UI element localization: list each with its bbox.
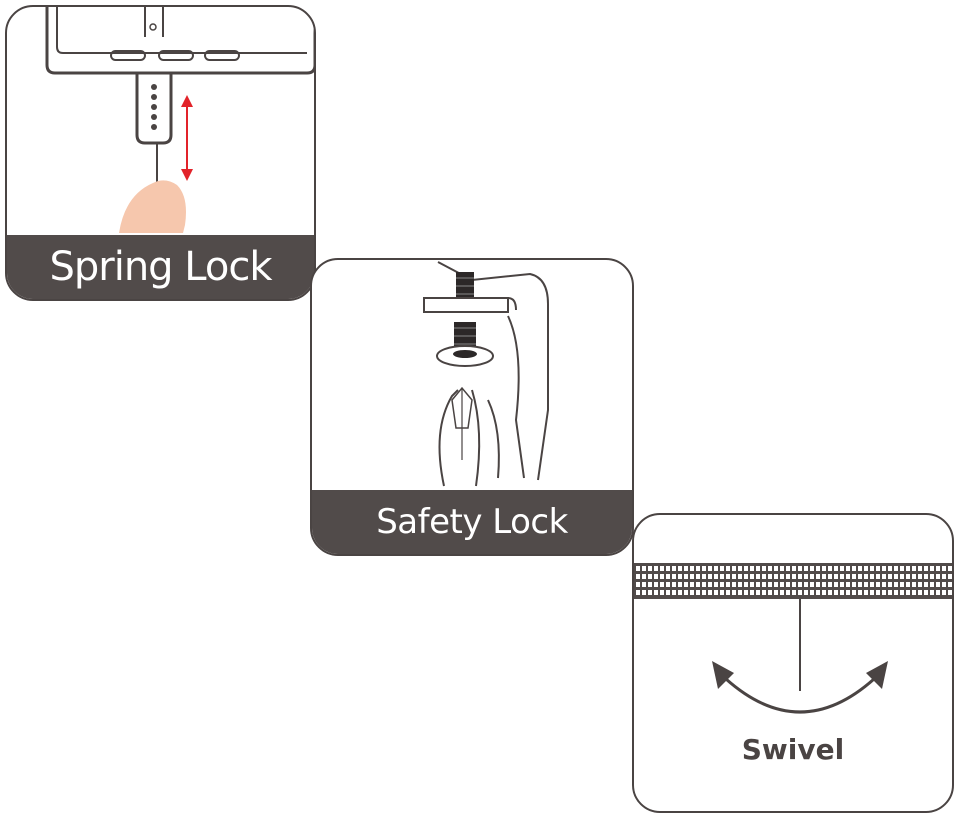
spring-lock-label: Spring Lock [7, 235, 314, 299]
spring-lock-card: Spring Lock [5, 5, 316, 301]
safety-lock-illustration [423, 261, 549, 487]
swivel-card: Swivel [632, 513, 954, 813]
swivel-illustration [634, 563, 952, 714]
swivel-label: Swivel [741, 733, 845, 766]
safety-lock-label: Safety Lock [312, 490, 632, 554]
safety-lock-card: Safety Lock [310, 258, 634, 556]
spring-lock-illustration [45, 7, 314, 233]
grid-strip [636, 566, 952, 595]
